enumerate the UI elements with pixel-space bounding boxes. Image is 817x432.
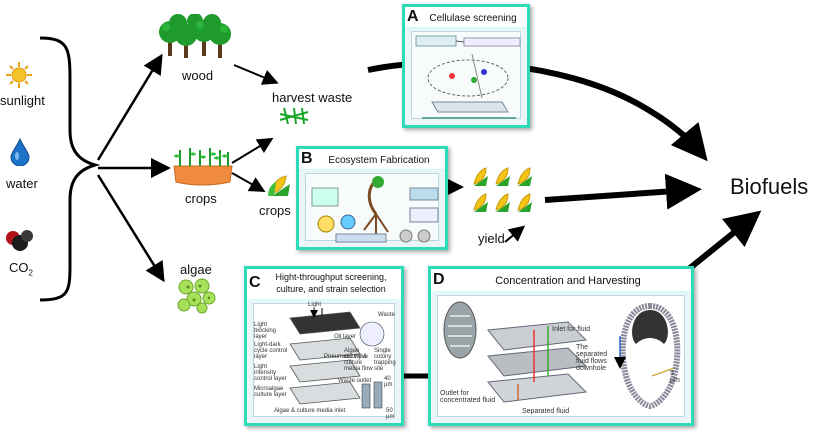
panel-d-concentration-harvesting: D Concentration and Harvesting Inlet for… (428, 266, 694, 426)
wood-label: wood (182, 68, 214, 83)
water-label: water (6, 176, 38, 191)
panel-c-label-trapping: Single colony trapping site (374, 348, 396, 372)
panel-c-label-intensity: Light intensity control layer (254, 364, 287, 382)
crops-small-label: crops (259, 203, 291, 218)
co2-molecule-icon (4, 226, 34, 254)
yield-label: yield (478, 231, 505, 246)
panel-c-title-2: culture, and strain selection (276, 284, 386, 294)
panel-a-title: Cellulase screening (429, 13, 517, 24)
input-brace (39, 36, 101, 302)
panel-a-header: A Cellulase screening (405, 7, 527, 28)
panel-c-header: C Hight-throughput screening, culture, a… (247, 269, 401, 300)
panel-d-figure: Inlet for fluid The separated fluid flow… (437, 295, 685, 417)
panel-c-label-blocking: Light blocking layer (254, 322, 277, 340)
harvest-waste-icon (278, 106, 310, 124)
panel-c-label-40um: 40 µm (384, 376, 393, 388)
harvest-waste-label: harvest waste (272, 90, 353, 105)
panel-c-high-throughput-screening: C Hight-throughput screening, culture, a… (244, 266, 404, 426)
crop-field-icon (172, 146, 234, 186)
panel-d-header: D Concentration and Harvesting (431, 269, 691, 292)
trees-icon (158, 14, 234, 60)
panel-a-cellulase-screening: A Cellulase screening (402, 4, 530, 128)
panel-c-label-waste: Waste (378, 312, 395, 318)
yield-corn-grid (470, 164, 536, 216)
panel-a-figure (411, 31, 521, 119)
panel-c-label-waste-outlet: Waste outlet (338, 378, 372, 384)
co2-subscript: 2 (28, 268, 33, 278)
panel-c-label-inlet: Algae & culture media inlet (274, 408, 346, 414)
panel-c-label-lightdark: Light-dark cycle control layer (254, 342, 288, 360)
panel-b-header: B Ecosystem Fabrication (299, 149, 445, 170)
panel-c-label-valve: Pneumatic valve (324, 354, 369, 360)
panel-c-title-1: Hight-throughput screening, (275, 272, 387, 282)
panel-c-label-colony-flow: Algae colony & culture media flow (344, 348, 373, 372)
panel-d-label-5um: 5 µm (670, 370, 680, 384)
co2-text: CO (9, 260, 29, 275)
panel-c-letter: C (249, 274, 261, 291)
panel-d-label-inlet: Inlet for fluid (552, 326, 591, 333)
panel-d-label-separated-fluid: Separated fluid (522, 408, 570, 415)
panel-c-label-culture: Microalgae culture layer (254, 386, 287, 398)
sunlight-label: sunlight (0, 93, 45, 108)
crops-label: crops (185, 191, 217, 206)
panel-d-title: Concentration and Harvesting (495, 275, 641, 287)
panel-d-label-separated-flows: The separated fluid flows downhole (576, 344, 608, 372)
panel-c-label-light: Light (308, 302, 322, 308)
biofuels-label: Biofuels (730, 174, 809, 199)
panel-d-label-outlet: Outlet for concentrated fluid (440, 390, 496, 404)
panel-a-letter: A (407, 8, 419, 25)
sun-icon (6, 62, 32, 88)
panel-b-letter: B (301, 150, 313, 167)
panel-c-figure: Light Light blocking layer Light-dark cy… (253, 302, 396, 420)
panel-c-label-50um: 50 µm (386, 408, 395, 420)
panel-c-label-oil: Oil layer (334, 334, 357, 340)
panel-d-letter: D (433, 271, 445, 288)
algae-cells-icon (176, 278, 216, 314)
panel-b-figure (305, 173, 439, 243)
co2-label: CO2 (9, 260, 33, 278)
algae-label: algae (180, 262, 212, 277)
corn-icon (266, 174, 292, 198)
panel-b-ecosystem-fabrication: B Ecosystem Fabrication (296, 146, 448, 250)
water-drop-icon (10, 138, 30, 166)
panel-b-title: Ecosystem Fabrication (328, 155, 430, 166)
